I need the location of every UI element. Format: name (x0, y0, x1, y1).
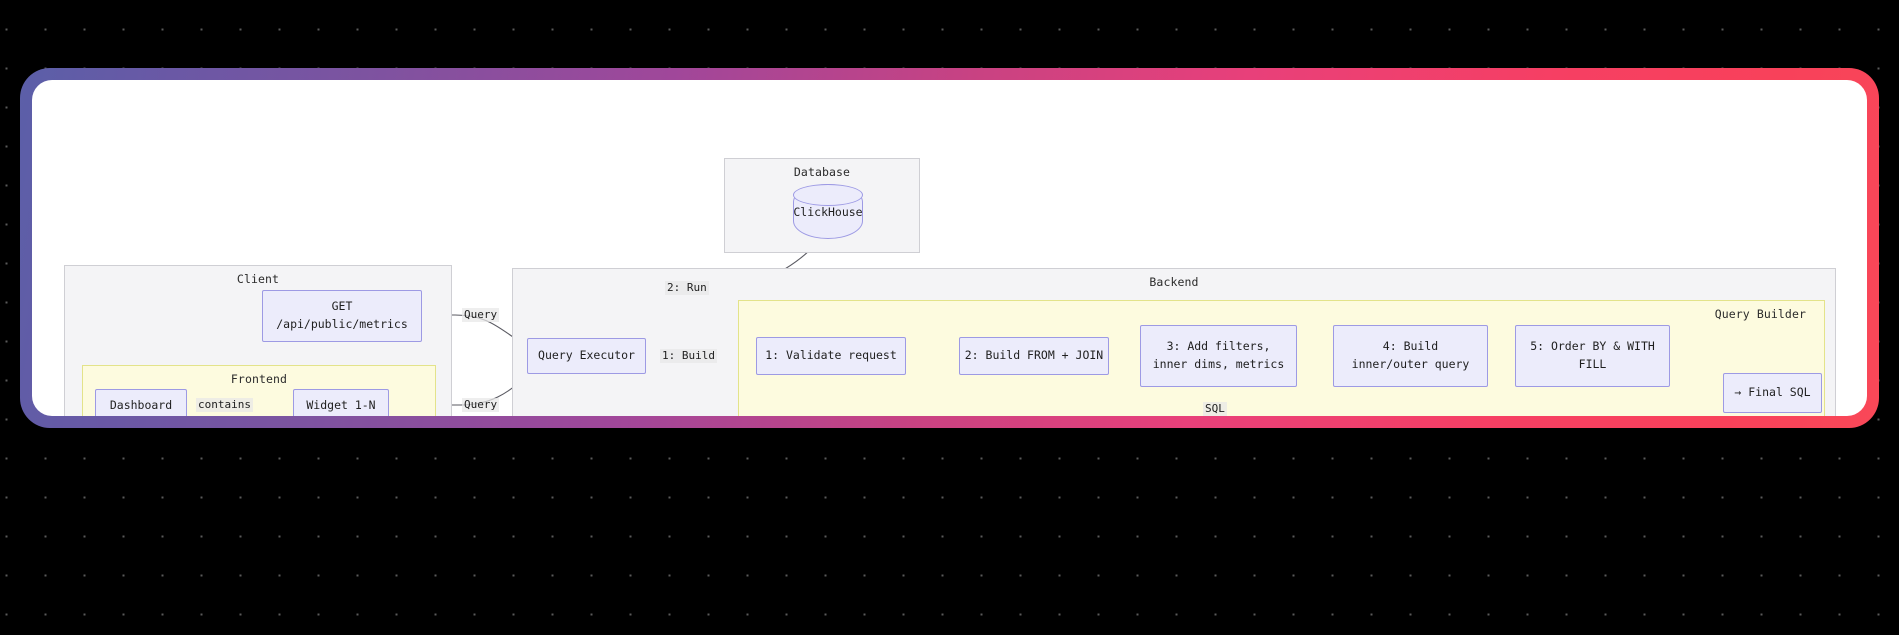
diagram-canvas: Client GET /api/public/metrics Frontend … (32, 80, 1867, 416)
node-step-2-build-from-join[interactable]: 2: Build FROM + JOIN (959, 337, 1109, 375)
gradient-card-frame: Client GET /api/public/metrics Frontend … (20, 68, 1879, 428)
edge-label-query-from-api: Query (462, 308, 500, 322)
node-widget-label: Widget 1-N (306, 397, 376, 412)
node-step-5-line1: 5: Order BY & WITH (1530, 339, 1655, 354)
node-step-4-build-inner-outer-query[interactable]: 4: Build inner/outer query (1333, 325, 1488, 387)
edge-label-contains: contains (196, 398, 253, 412)
node-widget[interactable]: Widget 1-N (293, 389, 389, 416)
node-query-executor-label: Query Executor (538, 348, 635, 363)
node-step-4-line1: 4: Build (1382, 339, 1439, 354)
node-dashboard[interactable]: Dashboard (95, 389, 187, 416)
node-api-endpoint-path: /api/public/metrics (276, 317, 408, 331)
node-step-5-line2: FILL (1578, 357, 1607, 371)
node-dashboard-label: Dashboard (109, 397, 173, 412)
edge-label-sql: SQL (1203, 402, 1227, 416)
card-inner-surface: Client GET /api/public/metrics Frontend … (32, 80, 1867, 416)
node-step-4-line2: inner/outer query (1351, 357, 1470, 371)
node-final-sql-label: → Final SQL (1734, 385, 1811, 400)
node-step-3-add-filters[interactable]: 3: Add filters, inner dims, metrics (1140, 325, 1297, 387)
node-final-sql[interactable]: → Final SQL (1723, 373, 1822, 413)
node-clickhouse[interactable]: ClickHouse (793, 184, 863, 239)
group-client-label: Client (236, 272, 280, 286)
node-api-endpoint-method: GET (331, 299, 353, 314)
group-backend-label: Backend (1149, 275, 1199, 289)
node-step-5-order-by-with-fill[interactable]: 5: Order BY & WITH FILL (1515, 325, 1670, 387)
node-query-executor[interactable]: Query Executor (527, 338, 646, 374)
edge-label-run: 2: Run (665, 281, 709, 295)
node-step-3-line2: inner dims, metrics (1152, 357, 1285, 371)
node-step-1-validate-request[interactable]: 1: Validate request (756, 337, 906, 375)
edge-label-query-from-widget: Query (462, 398, 500, 412)
edge-label-build: 1: Build (660, 349, 717, 363)
node-step-2-label: 2: Build FROM + JOIN (964, 348, 1104, 363)
node-api-endpoint[interactable]: GET /api/public/metrics (262, 290, 422, 342)
group-query-builder-label: Query Builder (1714, 307, 1806, 321)
node-step-3-line1: 3: Add filters, (1166, 339, 1271, 354)
group-database-label: Database (793, 165, 851, 179)
node-step-1-label: 1: Validate request (765, 348, 897, 363)
group-frontend-label: Frontend (230, 372, 288, 386)
node-clickhouse-label: ClickHouse (793, 204, 863, 219)
